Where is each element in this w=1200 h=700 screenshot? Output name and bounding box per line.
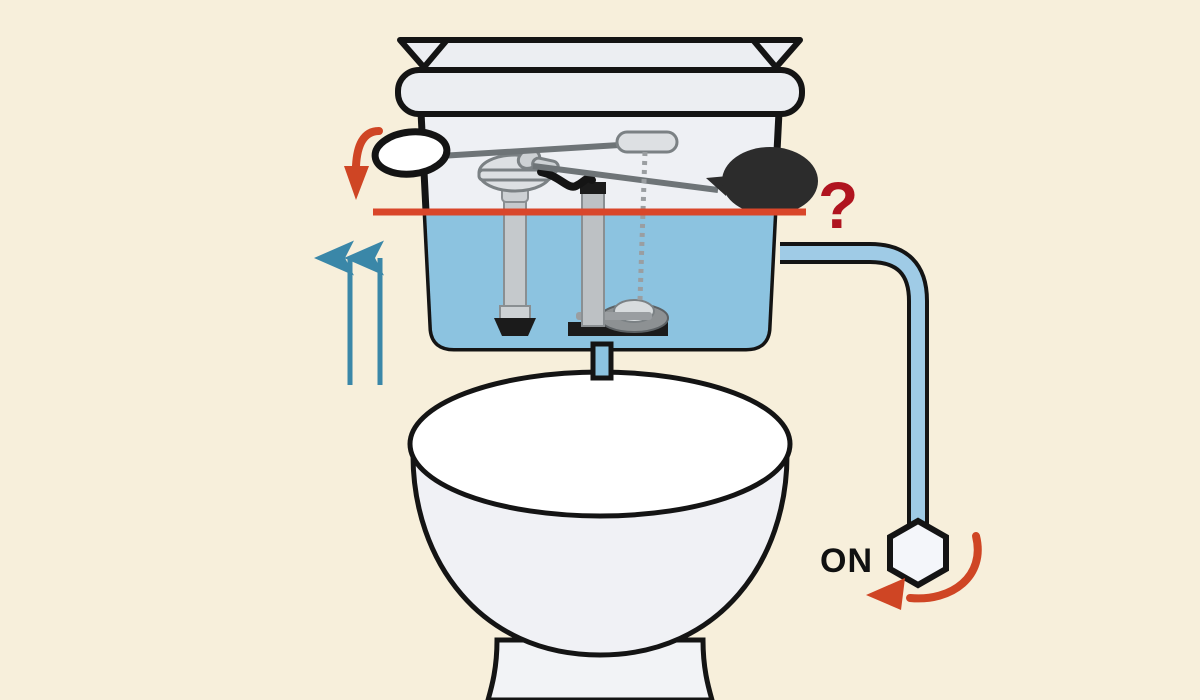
float-ball xyxy=(706,147,818,215)
blue-up-arrows xyxy=(314,240,385,385)
shutoff-valve[interactable] xyxy=(887,517,949,589)
tank-outlet xyxy=(590,341,614,381)
bowl-seat-rim xyxy=(407,369,793,519)
float-arm xyxy=(532,163,719,193)
overflow-tube xyxy=(580,182,606,327)
red-down-arrow xyxy=(344,127,383,200)
pedestal xyxy=(485,637,715,700)
tank-lid xyxy=(395,37,805,117)
refill-tube xyxy=(537,168,596,191)
flush-handle[interactable] xyxy=(371,128,451,178)
bowl xyxy=(407,369,793,658)
fill-valve xyxy=(477,148,560,336)
question-mark: ? xyxy=(818,168,858,242)
valve-turn-arrow xyxy=(866,532,982,610)
on-label: ON xyxy=(820,542,873,580)
lift-chain xyxy=(637,151,648,301)
supply-pipe xyxy=(780,242,929,530)
